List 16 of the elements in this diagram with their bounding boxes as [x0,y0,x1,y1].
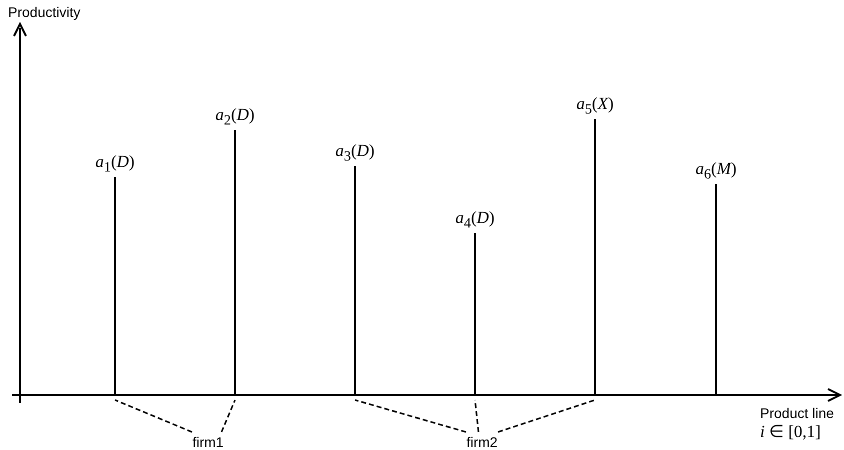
leader-line [220,400,236,432]
axis-range: i ∈ [0,1] [760,424,821,440]
spike-label: a$_{2}$(D) [214,106,256,130]
leader-line [498,399,596,433]
spike-label: a$_{4}$(D) [454,209,496,232]
firm-label: firm2 [457,434,507,450]
leader-line [114,399,192,433]
spike-label: a$_{5}$(X) [575,95,615,118]
spike-label: a$_{1}$(D) [94,153,136,176]
spike-label: a$_{3}$(D) [334,142,376,166]
firm-label: firm1 [183,434,233,450]
axis-title: Product line [760,405,834,421]
leader-line [354,399,466,433]
axis-title: Productivity [8,4,80,20]
leader-line [474,400,480,432]
spike-label: a$_{6}$(M) [694,160,738,184]
